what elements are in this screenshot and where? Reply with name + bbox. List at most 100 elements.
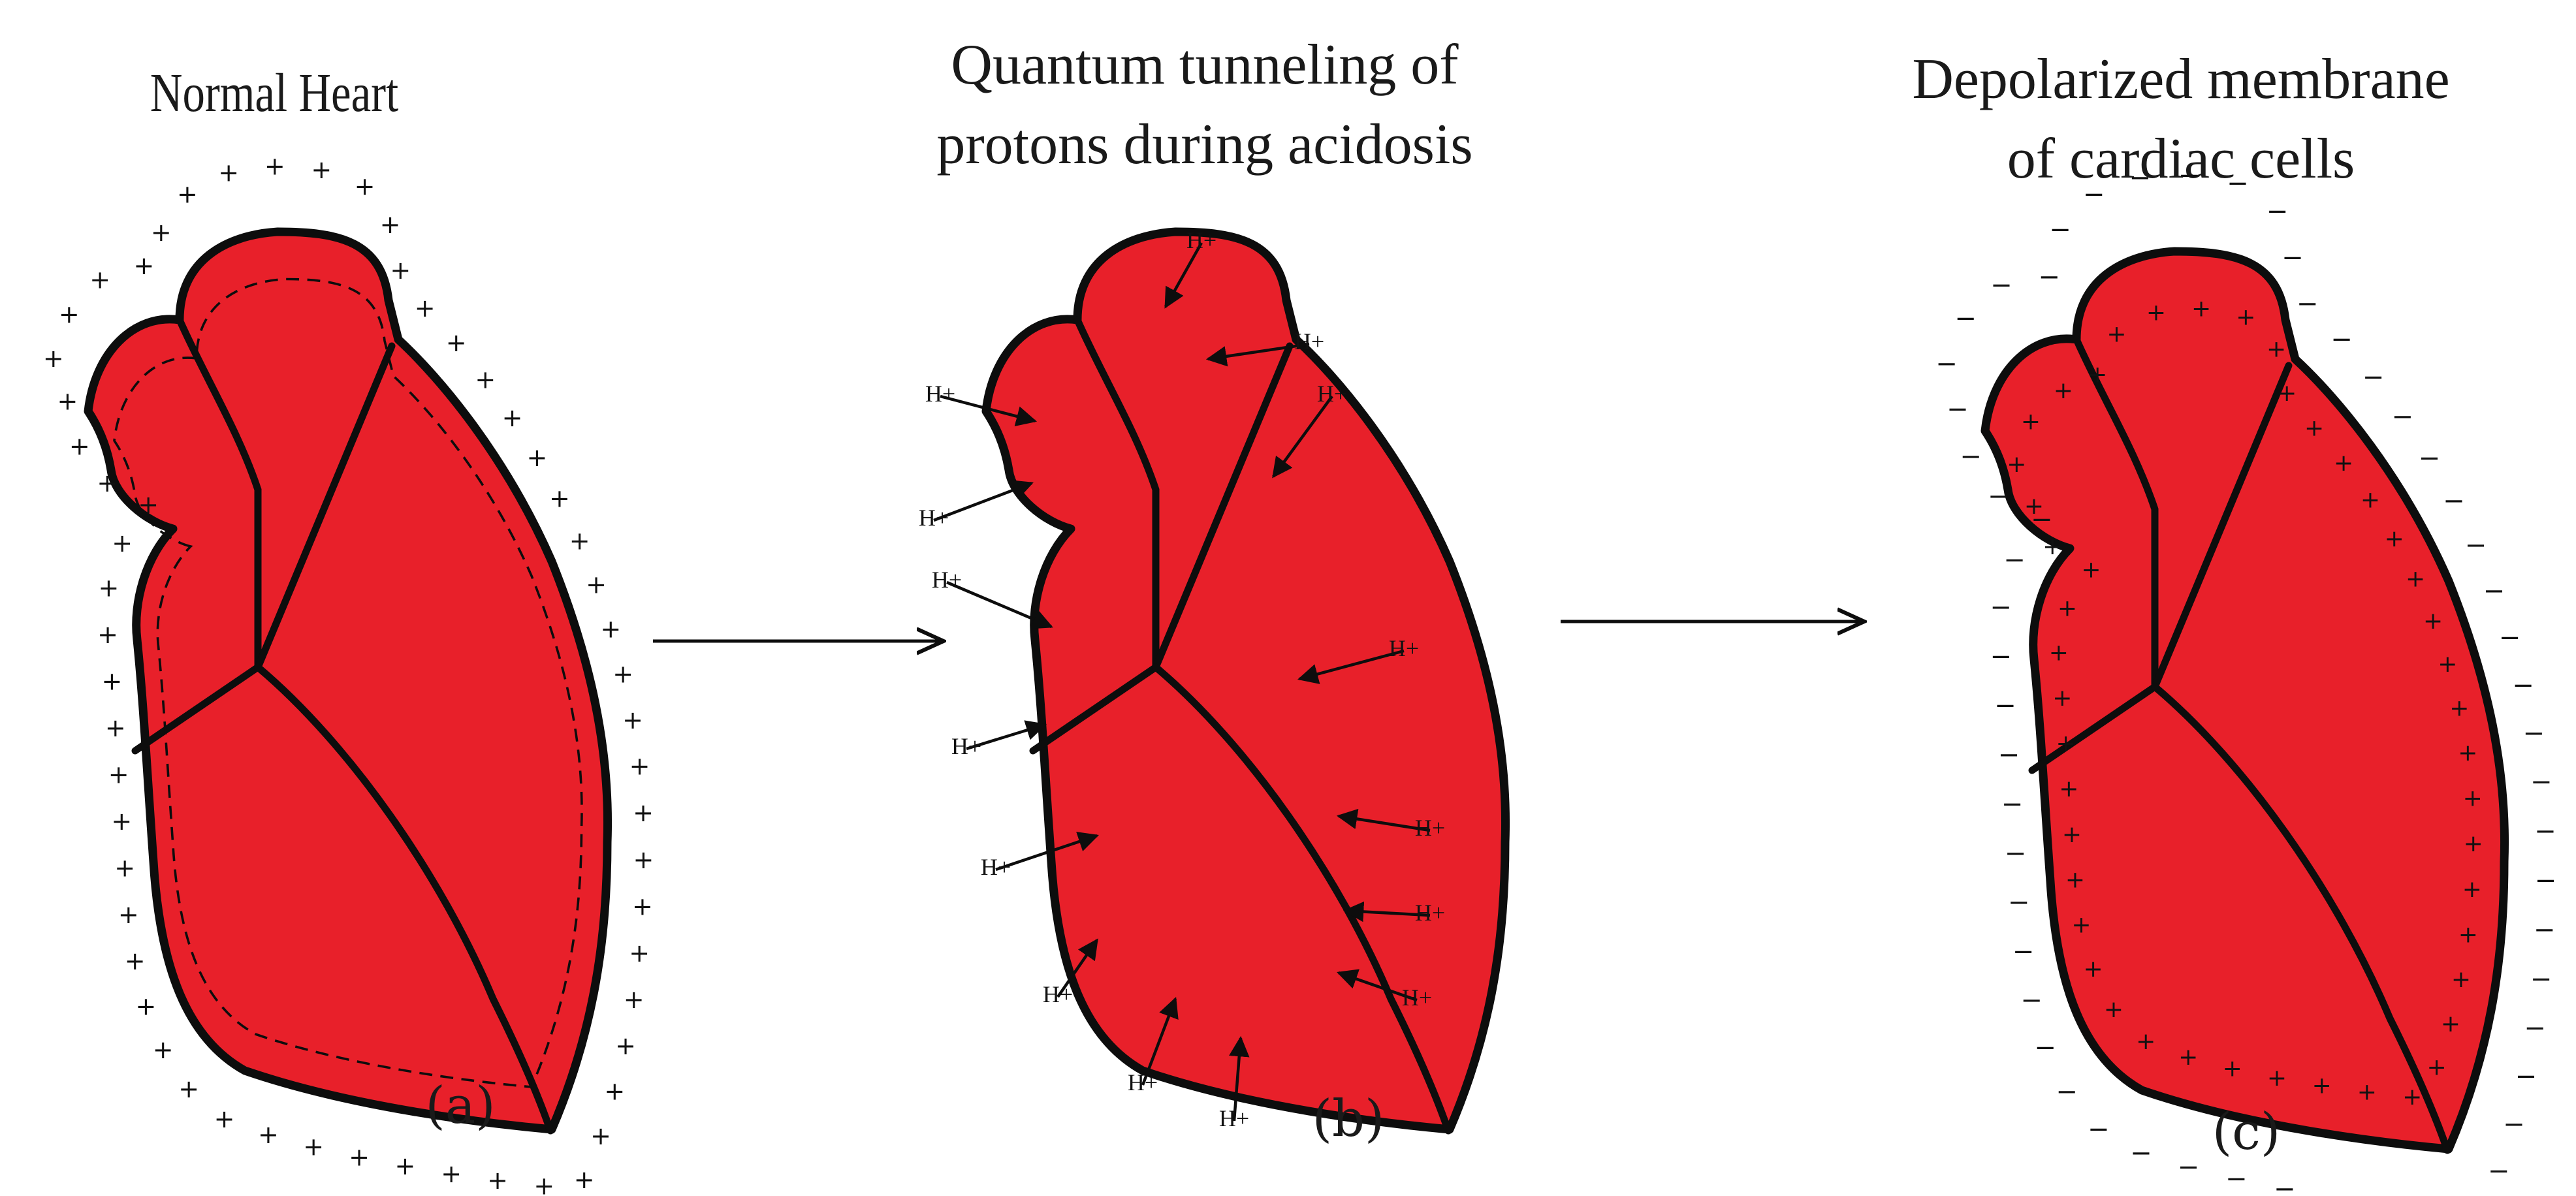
proton-arrow [933,480,1034,522]
heart-outline [88,232,608,1129]
positive-charge-sign-inner: + [2464,830,2483,857]
negative-charge-sign: − [1990,593,2012,623]
positive-charge-sign-inner: + [2438,651,2457,678]
proton-arrow [1343,901,1431,922]
positive-charge-sign: + [303,1133,324,1161]
positive-charge-sign: + [43,344,64,373]
negative-charge-sign: − [2274,1174,2296,1196]
positive-charge-sign-inner: + [2451,966,2471,993]
panel-b-title-line-2: protons during acidosis [936,113,1472,176]
negative-charge-sign: − [2020,985,2043,1015]
positive-charge-sign-inner: + [2136,1028,2155,1055]
proton-label: H+ [919,505,949,531]
positive-charge-sign: + [135,992,156,1021]
positive-charge-sign: + [151,218,172,247]
negative-charge-sign: − [2392,402,2414,432]
positive-charge-sign: + [590,1122,611,1150]
positive-charge-sign-inner: + [2043,533,2062,560]
positive-charge-sign: + [258,1120,279,1149]
positive-charge-sign: + [178,1075,199,1103]
positive-charge-sign-inner: + [2071,911,2091,938]
positive-charge-sign-inner: + [2463,785,2483,811]
negative-charge-sign: − [2512,670,2534,700]
negative-charge-sign: − [1988,481,2010,511]
negative-charge-sign: − [2483,576,2505,606]
negative-charge-sign: − [1947,394,1969,424]
positive-charge-sign: + [475,365,496,394]
positive-charge-sign: + [446,328,467,357]
positive-charge-sign-inner: + [2441,1011,2460,1037]
positive-charge-sign: + [622,706,643,734]
positive-charge-sign: + [600,615,621,644]
heart-b: H+H+H+H+H+H+H+H+H+H+H+H+H+H+H+ [919,227,1506,1135]
positive-charge-sign-inner: + [2054,377,2073,404]
positive-charge-sign: + [101,667,122,695]
panel-b-proton-tunneling: H+H+H+H+H+H+H+H+H+H+H+H+H+H+H+ [919,227,1506,1135]
proton-label: H+ [1043,981,1073,1007]
negative-charge-sign: − [2266,197,2289,227]
positive-charge-sign: + [633,845,654,874]
proton-arrow [1229,1035,1250,1122]
positive-charge-sign: + [380,210,401,239]
positive-charge-sign: + [97,620,118,649]
heart-septum-line [2151,683,2451,1154]
positive-charge-sign: + [134,251,155,280]
negative-charge-sign: − [2523,719,2545,749]
positive-charge-sign-inner: + [2059,776,2078,802]
panel-c-title-line-1: Depolarized membrane [1912,48,2449,111]
positive-charge-sign: + [114,853,135,882]
proton-arrow [1141,997,1179,1086]
positive-charge-sign: + [97,469,118,497]
negative-charge-sign: − [2001,789,2024,819]
heart-a: ++++++++++++++++++++++++++++++++++++++++… [43,152,654,1196]
positive-charge-sign-inner: + [2312,1073,2332,1099]
panel-c-title-line-2: of cardiac cells [2007,127,2355,191]
negative-charge-sign: − [2008,888,2030,918]
positive-charge-sign: + [390,256,411,285]
positive-charge-sign: + [629,939,650,968]
negative-charge-sign: − [2129,163,2151,193]
positive-charge-sign: + [615,1031,636,1060]
negative-charge-sign: − [2371,1190,2393,1196]
negative-charge-sign: − [2031,505,2053,535]
positive-charge-sign: + [112,529,133,558]
positive-charge-sign: + [502,403,523,432]
positive-charge-sign-inner: + [2427,1054,2447,1081]
negative-charge-sign: − [2530,767,2552,797]
positive-charge-sign-inner: + [2104,996,2123,1023]
positive-charge-sign: + [311,155,332,184]
positive-charge-sign: + [69,432,90,460]
positive-charge-sign: + [108,760,129,789]
positive-charge-sign-inner: + [2266,336,2286,362]
negative-charge-sign: − [2322,1182,2344,1196]
negative-charge-sign: − [2330,324,2353,354]
proton-label: H+ [1415,815,1445,841]
positive-charge-sign: + [125,947,146,975]
negative-charge-sign: − [2083,180,2105,210]
positive-charge-sign: + [355,172,375,201]
proton-label: H+ [1186,227,1216,253]
negative-charge-sign: − [2297,289,2319,319]
negative-charge-sign: − [2088,1114,2110,1144]
positive-charge-sign: + [118,900,139,929]
negative-charge-sign: − [1994,691,2016,721]
proton-label: H+ [1415,900,1445,926]
positive-charge-sign: + [59,300,80,329]
positive-charge-sign-inner: + [2304,415,2324,442]
positive-charge-sign-inner: + [2402,1084,2422,1110]
negative-charge-sign: − [1990,270,2012,300]
negative-charge-sign: − [1990,642,2012,672]
proton-arrow [1057,938,1098,998]
positive-charge-sign-inner: + [2088,362,2107,388]
positive-charge-sign: + [569,526,590,555]
positive-charge-sign-inner: + [2146,300,2166,326]
positive-charge-sign-inner: + [2334,450,2353,477]
negative-charge-sign: − [2282,243,2304,273]
negative-charge-sign: − [2056,1077,2078,1107]
positive-charge-sign: + [214,1105,235,1133]
positive-charge-sign: + [349,1142,370,1171]
caption-a: (a) [425,1077,495,1135]
positive-charge-sign-inner: + [2236,304,2255,330]
negative-charge-sign: − [2515,1062,2537,1092]
